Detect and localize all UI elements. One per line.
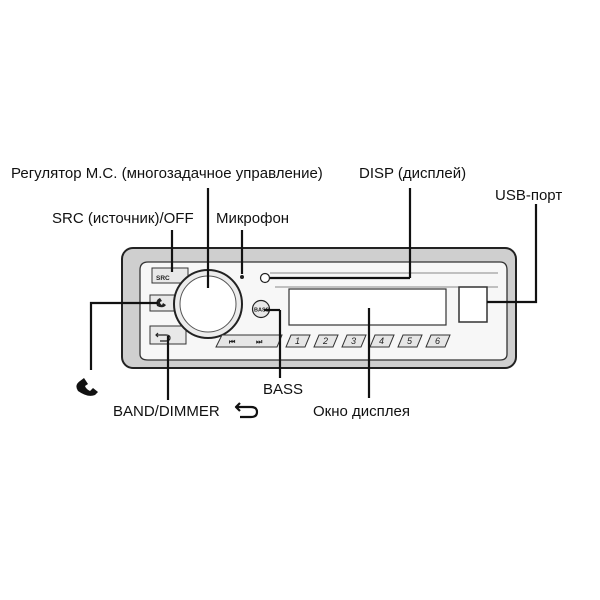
preset-label-4: 4 (379, 336, 384, 346)
preset-button-5[interactable] (397, 334, 423, 348)
preset-label-2: 2 (322, 336, 328, 346)
preset-button-2[interactable] (313, 334, 339, 348)
leader-phone (89, 301, 158, 370)
return-arrow-icon (234, 402, 259, 419)
label-band-dimmer: BAND/DIMMER (113, 403, 220, 420)
label-microphone: Микрофон (216, 210, 290, 227)
label-mc-controller: Регулятор М.С. (многозадачное управление… (11, 165, 323, 182)
bass-button-label: BASS (254, 308, 270, 314)
preset-label-3: 3 (351, 336, 356, 346)
label-disp: DISP (дисплей) (359, 165, 467, 182)
label-src-off: SRC (источник)/OFF (52, 210, 194, 227)
phone-button-icon (156, 298, 166, 308)
track-next-icon[interactable]: ⏭ (256, 339, 263, 346)
label-usb-port: USB-порт (495, 187, 563, 204)
display-window (288, 288, 447, 326)
disp-button[interactable] (259, 272, 271, 284)
usb-port[interactable] (458, 286, 488, 323)
preset-label-6: 6 (435, 336, 440, 346)
preset-button-1[interactable] (285, 334, 311, 348)
label-bass: BASS (263, 381, 304, 398)
preset-button-6[interactable] (425, 334, 451, 348)
preset-label-1: 1 (295, 336, 300, 346)
microphone-hole (240, 275, 244, 279)
src-button-label: SRC (156, 275, 170, 282)
phone-handset-icon (76, 378, 98, 396)
preset-label-5: 5 (407, 336, 413, 346)
preset-buttons: 1 2 3 4 5 6 (285, 334, 451, 348)
label-display-window: Окно дисплея (313, 403, 410, 420)
preset-button-4[interactable] (369, 334, 395, 348)
preset-button-3[interactable] (341, 334, 367, 348)
leader-usb (487, 204, 538, 304)
track-button-strip (215, 334, 283, 348)
track-prev-icon[interactable]: ⏮ (229, 339, 236, 346)
